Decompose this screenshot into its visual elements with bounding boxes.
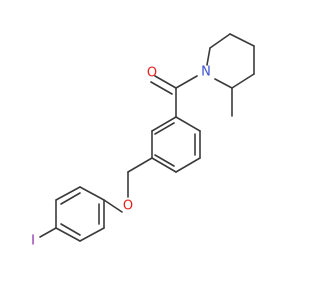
atom-label-layer: O N O I [31,65,211,249]
atom-label-i: I [31,234,35,249]
bond-r4-r5-inner [60,223,81,236]
atom-label-o-carbonyl: O [147,66,157,81]
bond-aryl-iodine [39,227,57,238]
bond-c6-n [214,78,233,89]
bond-r2-r3-inner [60,192,81,205]
atom-nitrogen: N [201,65,211,80]
bond-carbonyl-c-n [175,75,198,89]
atom-label-n: N [201,65,211,80]
bond-layer [39,33,255,242]
bond-carbonyl-c-o-double [150,81,173,95]
molecule-structure: O N O I [31,33,255,249]
atom-oxygen-ether: O [123,199,133,214]
atom-iodine: I [31,234,35,249]
bond-b1-b2-inner [154,122,175,135]
atom-oxygen-carbonyl: O [147,66,157,81]
bond-c2-c3 [209,33,231,49]
bond-carbonyl-c-o [154,75,177,89]
bond-benzene-ch2 [127,157,153,173]
bond-c5-c6 [231,73,255,89]
bond-r5-r6 [79,227,105,242]
bond-n-c2 [206,47,211,66]
bond-b4-b5 [175,157,201,173]
bond-b1-b2 [151,116,177,132]
bond-r2-r3 [55,186,81,201]
atom-label-o-ether: O [123,199,133,214]
bond-b3-b4-inner [154,154,175,167]
bond-o-aryl [103,199,123,213]
bond-b6-b1 [175,116,201,132]
bond-b3-b4 [151,157,177,173]
bond-r4-r5 [55,227,81,242]
bond-c3-c4 [229,33,255,47]
bond-r1-r2 [79,186,105,201]
